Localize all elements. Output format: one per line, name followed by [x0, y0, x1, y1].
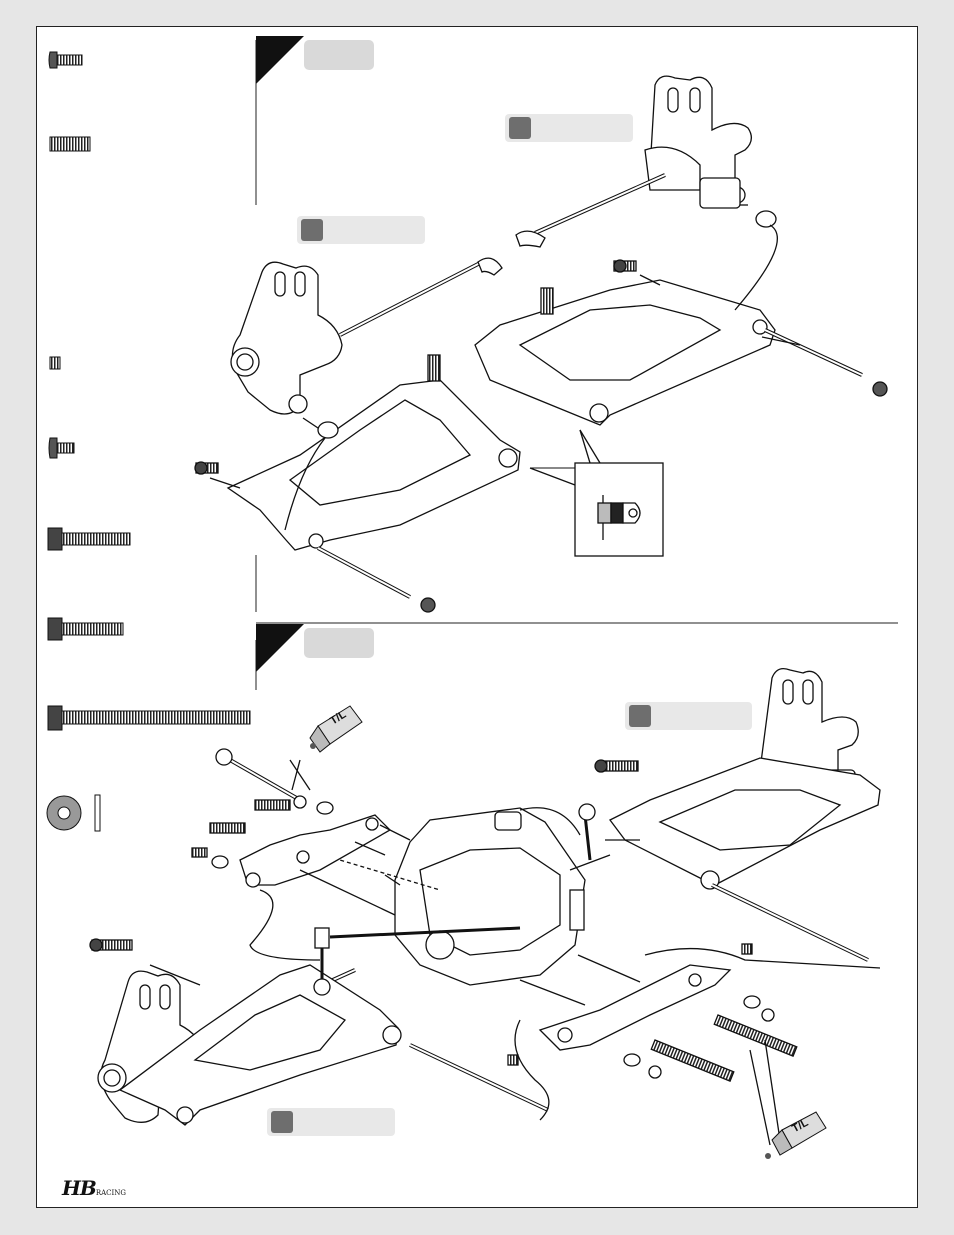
- threadlock-tube-1: [309, 705, 363, 753]
- suspension-arm-left: [226, 379, 521, 551]
- brand-logo-tag: RACING: [95, 1189, 126, 1197]
- sub-label-right-step1: [505, 114, 633, 142]
- brand-logo-mark: HB: [62, 1176, 97, 1200]
- step-corner-marker-1: [256, 36, 304, 84]
- hub-carrier-right: [644, 75, 752, 209]
- step-corner-marker-2: [256, 624, 304, 672]
- threadlock-tube-2: [765, 1111, 827, 1159]
- small-set-screw-icon: [49, 356, 61, 370]
- detail-callout-box: [529, 429, 664, 557]
- set-screw-icon: [49, 136, 91, 152]
- parts-list: [46, 51, 251, 832]
- step-1-label: [304, 40, 374, 70]
- suspension-arm-step2-right: [609, 757, 881, 890]
- hub-carrier-left: [230, 261, 343, 415]
- sub-label-marker: [509, 117, 531, 139]
- suspension-arm-right: [474, 279, 776, 426]
- sub-label-marker: [629, 705, 651, 727]
- camber-link-left: [313, 926, 521, 996]
- hinge-block-lower: [538, 964, 732, 1051]
- step-1-illustration: [194, 75, 888, 613]
- cap-head-screw-medium-icon: [47, 617, 124, 641]
- sub-label-right-step2: [625, 702, 752, 730]
- step-2-illustration: [89, 667, 881, 1146]
- brand-logo: HBRACING: [62, 1176, 126, 1200]
- sub-label-marker: [271, 1111, 293, 1133]
- cap-head-screw-long-icon: [47, 527, 131, 551]
- sub-label-left-step1: [297, 216, 425, 244]
- step-2-label: [304, 628, 374, 658]
- gearbox: [299, 807, 586, 986]
- sub-label-marker: [301, 219, 323, 241]
- camber-link-right: [569, 803, 596, 931]
- washer-icon: [46, 794, 101, 832]
- suspension-arm-step2-left: [118, 964, 402, 1126]
- hinge-block-upper: [239, 814, 392, 888]
- sub-label-left-step2: [267, 1108, 395, 1136]
- cap-head-screw-extra-long-icon: [47, 705, 251, 731]
- button-head-screw-icon: [48, 51, 83, 69]
- button-head-screw-small-icon: [48, 437, 75, 459]
